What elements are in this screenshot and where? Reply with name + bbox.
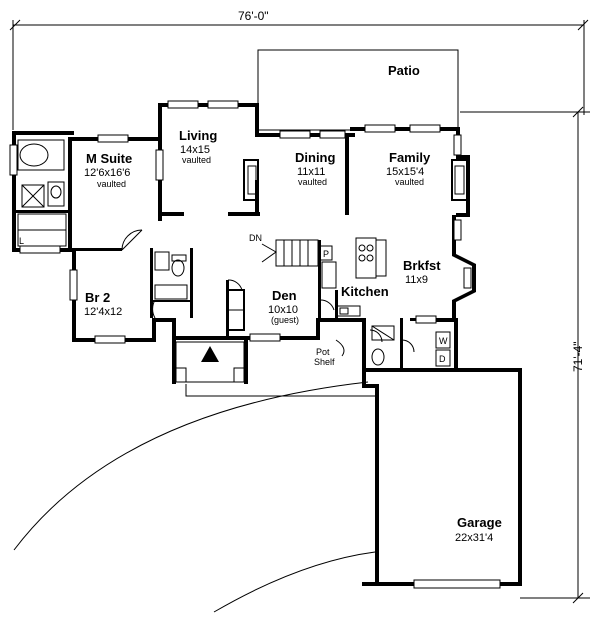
garage-door — [413, 579, 501, 589]
overall-depth-dimension — [460, 106, 590, 604]
pantry — [319, 245, 333, 261]
living-fireplace — [243, 159, 259, 201]
room-note-dining: vaulted — [298, 177, 327, 187]
kitchen-island — [355, 237, 387, 279]
down-label: DN — [249, 233, 262, 243]
room-name-kitchen: Kitchen — [341, 284, 389, 299]
room-name-brkfst: Brkfst — [403, 258, 441, 273]
room-size-family: 15x15'4 — [386, 166, 424, 178]
room-size-msuite: 12'6x16'6 — [84, 167, 130, 179]
pantry-label: P — [323, 249, 329, 259]
room-name-den: Den — [272, 288, 297, 303]
overall-width-label: 76'-0" — [238, 9, 269, 23]
room-name-family: Family — [389, 150, 431, 165]
room-name-br2: Br 2 — [85, 290, 110, 305]
room-size-living: 14x15 — [180, 144, 210, 156]
interior-walls — [16, 135, 452, 368]
room-size-br2: 12'4x12 — [84, 306, 122, 318]
powder-room — [371, 325, 395, 366]
patio-outline — [257, 49, 459, 131]
room-name-living: Living — [179, 128, 217, 143]
laundry — [435, 331, 451, 367]
driveway-curve-1 — [13, 381, 369, 551]
washer-label: W — [439, 336, 448, 346]
front-entry-arrow — [201, 346, 219, 362]
windows — [9, 100, 472, 344]
room-note-msuite: vaulted — [97, 179, 126, 189]
room-name-patio: Patio — [388, 63, 420, 78]
pot-shelf-label-2: Shelf — [314, 357, 335, 367]
walkway — [185, 384, 375, 397]
room-note-living: vaulted — [182, 155, 211, 165]
hall-bath — [154, 251, 188, 300]
dryer-label: D — [439, 354, 446, 364]
kitchen-counter — [321, 261, 361, 317]
overall-width-dimension — [9, 19, 589, 130]
master-bath — [17, 139, 67, 247]
room-note-family: vaulted — [395, 177, 424, 187]
stairs — [261, 239, 319, 267]
family-fireplace — [451, 159, 469, 201]
room-size-garage: 22x31'4 — [455, 532, 493, 544]
overall-depth-label: 71'-4" — [571, 341, 585, 372]
pot-shelf-label-1: Pot — [316, 347, 330, 357]
room-name-msuite: M Suite — [86, 151, 132, 166]
room-size-den: 10x10 — [268, 304, 298, 316]
entry-porch — [175, 341, 245, 383]
room-name-garage: Garage — [457, 515, 502, 530]
driveway-curve-2 — [213, 551, 376, 613]
room-name-dining: Dining — [295, 150, 335, 165]
den-closet — [227, 289, 245, 331]
room-size-brkfst: 11x9 — [405, 274, 428, 286]
room-size-dining: 11x11 — [297, 166, 325, 178]
pot-shelf-leader — [335, 339, 345, 357]
linen-label: L — [19, 236, 24, 246]
door-swings — [121, 229, 415, 353]
room-note-den: (guest) — [271, 315, 299, 325]
